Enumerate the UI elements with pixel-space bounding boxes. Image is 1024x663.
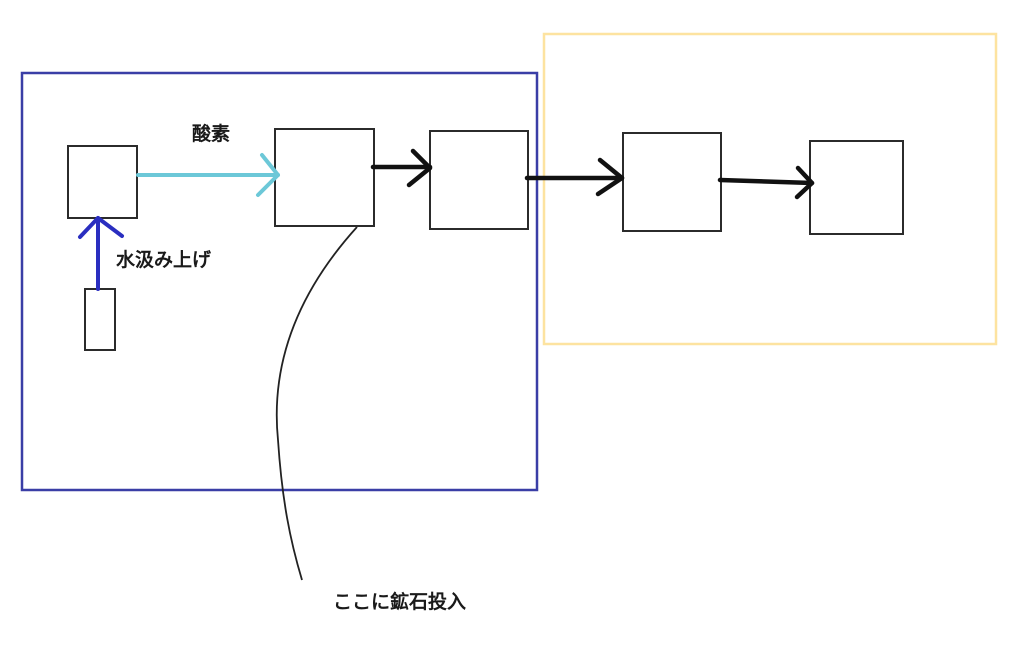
flow-arrow-stage-3-to-stage-4[interactable] xyxy=(717,165,815,200)
stage-2-node[interactable] xyxy=(429,130,529,230)
flow-arrow-stage-2-to-stage-3[interactable] xyxy=(524,157,625,197)
ore-input-leader-line[interactable] xyxy=(275,226,358,581)
ore-input-label: ここに鉱石投入 xyxy=(333,590,466,613)
stage-4-node[interactable] xyxy=(809,140,904,235)
source-tank-node[interactable] xyxy=(84,288,116,351)
reactor-node[interactable] xyxy=(274,128,375,227)
water-pump-label: 水汲み上げ xyxy=(116,249,212,271)
left-group-frame[interactable] xyxy=(20,71,539,492)
right-group-frame[interactable] xyxy=(542,32,998,346)
oxygen-arrow[interactable] xyxy=(136,153,280,197)
flow-arrow-reactor-to-stage-2[interactable] xyxy=(370,148,433,188)
water-pump-arrow[interactable] xyxy=(78,216,124,291)
stage-3-node[interactable] xyxy=(622,132,722,232)
water-box-node[interactable] xyxy=(67,145,138,219)
oxygen-label: 酸素 xyxy=(192,122,230,145)
